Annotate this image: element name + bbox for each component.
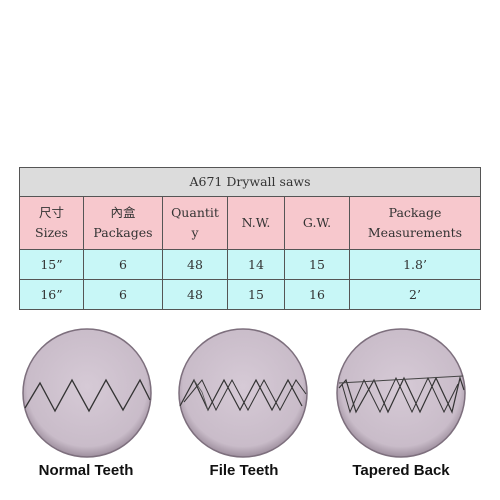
header-packages-en: Packages: [93, 225, 153, 240]
tapered-back-illustration: [336, 328, 466, 458]
table-row: 16” 6 48 15 16 2’: [19, 279, 481, 310]
header-sizes-cn: 尺寸: [38, 205, 64, 220]
header-packages: 內盒 Packages: [83, 196, 163, 250]
header-net-weight: N.W.: [227, 196, 285, 250]
header-gross-weight: G.W.: [284, 196, 350, 250]
cell-packages: 6: [83, 249, 163, 280]
header-sizes-en: Sizes: [35, 225, 68, 240]
caption-normal-teeth: Normal Teeth: [38, 462, 134, 479]
cell-gross-weight: 15: [284, 249, 350, 280]
cell-quantity: 48: [162, 279, 228, 310]
cell-quantity: 48: [162, 249, 228, 280]
normal-teeth-illustration: [22, 328, 152, 458]
table-title: A671 Drywall saws: [19, 167, 481, 197]
file-teeth-illustration: [178, 328, 308, 458]
caption-tapered-back: Tapered Back: [352, 462, 450, 479]
cell-size: 15”: [19, 249, 84, 280]
header-package-measurements: Package Measurements: [349, 196, 481, 250]
header-quantity-line1: Quantit: [171, 205, 219, 220]
cell-packages: 6: [83, 279, 163, 310]
header-measurements-line2: Measurements: [367, 225, 463, 240]
cell-net-weight: 14: [227, 249, 285, 280]
cell-measurements: 1.8’: [349, 249, 481, 280]
table-header-row: 尺寸 Sizes 內盒 Packages Quantit y N.W. G.W.…: [19, 196, 481, 250]
cell-size: 16”: [19, 279, 84, 310]
header-quantity: Quantit y: [162, 196, 228, 250]
caption-file-teeth: File Teeth: [209, 462, 279, 479]
table-row: 15” 6 48 14 15 1.8’: [19, 249, 481, 280]
header-measurements-line1: Package: [388, 205, 442, 220]
cell-measurements: 2’: [349, 279, 481, 310]
cell-net-weight: 15: [227, 279, 285, 310]
header-packages-cn: 內盒: [110, 205, 136, 220]
cell-gross-weight: 16: [284, 279, 350, 310]
header-sizes: 尺寸 Sizes: [19, 196, 84, 250]
header-quantity-line2: y: [191, 225, 199, 240]
drywall-saw-spec-table: A671 Drywall saws 尺寸 Sizes 內盒 Packages Q…: [19, 167, 481, 310]
